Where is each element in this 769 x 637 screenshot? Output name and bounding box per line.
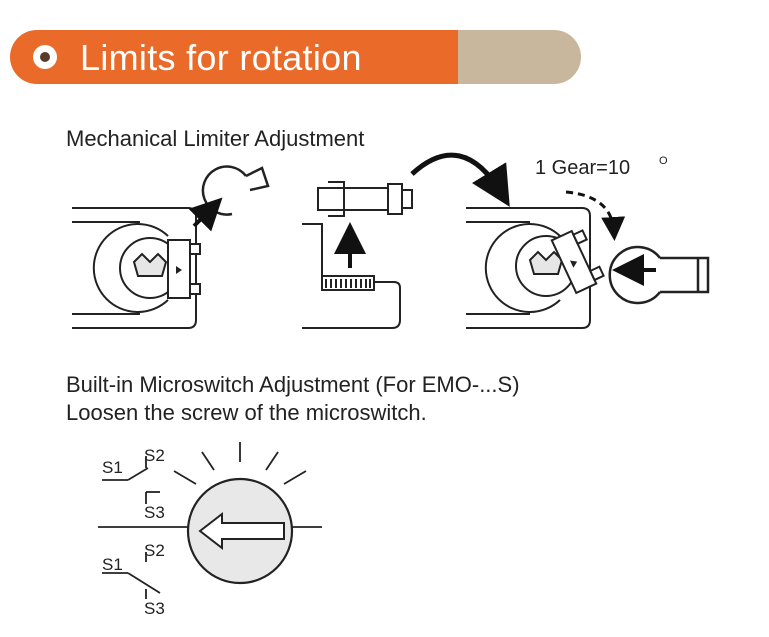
switch-s2-label: S2 <box>144 446 165 465</box>
mechanical-limiter-label: Mechanical Limiter Adjustment <box>66 126 365 151</box>
switch-s1-label: S1 <box>102 458 123 477</box>
switch-s1-label: S1 <box>102 555 123 574</box>
loosen-screw-instruction: Loosen the screw of the microswitch. <box>66 400 427 425</box>
switch-s2-label: S2 <box>144 541 165 560</box>
bullet-icon <box>33 45 57 69</box>
gear-lift-illustration <box>302 181 413 329</box>
remove-arrow-icon <box>188 197 223 232</box>
limiter-clip-icon <box>608 245 710 305</box>
transfer-curved-arrow-icon <box>410 152 510 207</box>
actuator-left-illustration <box>72 207 201 329</box>
microswitch-adjustment-label: Built-in Microswitch Adjustment (For EMO… <box>66 372 520 397</box>
switch-s3-label: S3 <box>144 599 165 618</box>
section-header-bar: Limits for rotation <box>10 30 581 84</box>
rotate-dashed-arrow-icon <box>565 190 626 241</box>
section-title: Limits for rotation <box>80 37 362 78</box>
gear-ratio-note: 1 Gear=10 <box>535 157 630 179</box>
actuator-right-illustration <box>466 207 605 329</box>
degree-symbol: O <box>659 155 668 167</box>
microswitch-schematic <box>98 442 322 599</box>
switch-s3-label: S3 <box>144 503 165 522</box>
